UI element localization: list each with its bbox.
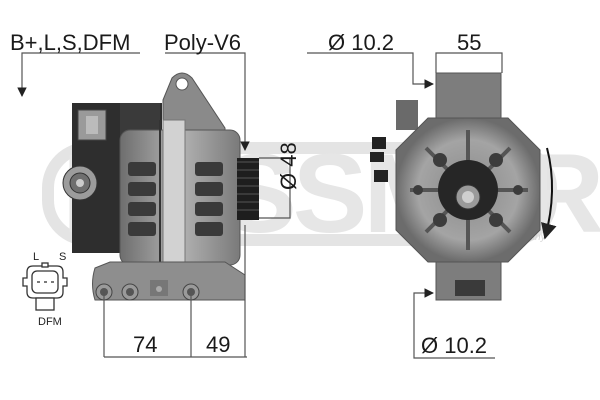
connector-pin-s: S [59, 251, 67, 263]
connector-pin-dfm: DFM [38, 316, 62, 328]
alternator-front-view [370, 72, 541, 301]
pulley-type-label: Poly-V6 [164, 30, 242, 55]
pulley-diameter-label: Ø 48 [276, 142, 301, 190]
dim-49-label: 49 [206, 332, 231, 357]
top-mount-width-label: 55 [457, 30, 482, 55]
bottom-mount-hole-label: Ø 10.2 [421, 333, 488, 358]
dim-74-label: 74 [133, 332, 158, 357]
connector-pin-l: L [33, 251, 40, 263]
connector-symbol [22, 262, 68, 311]
rotation-arrow-icon [541, 147, 557, 240]
alternator-side-view [62, 72, 259, 301]
top-mount-hole-label: Ø 10.2 [328, 30, 395, 55]
terminals-label: B+,L,S,DFM [10, 30, 131, 55]
